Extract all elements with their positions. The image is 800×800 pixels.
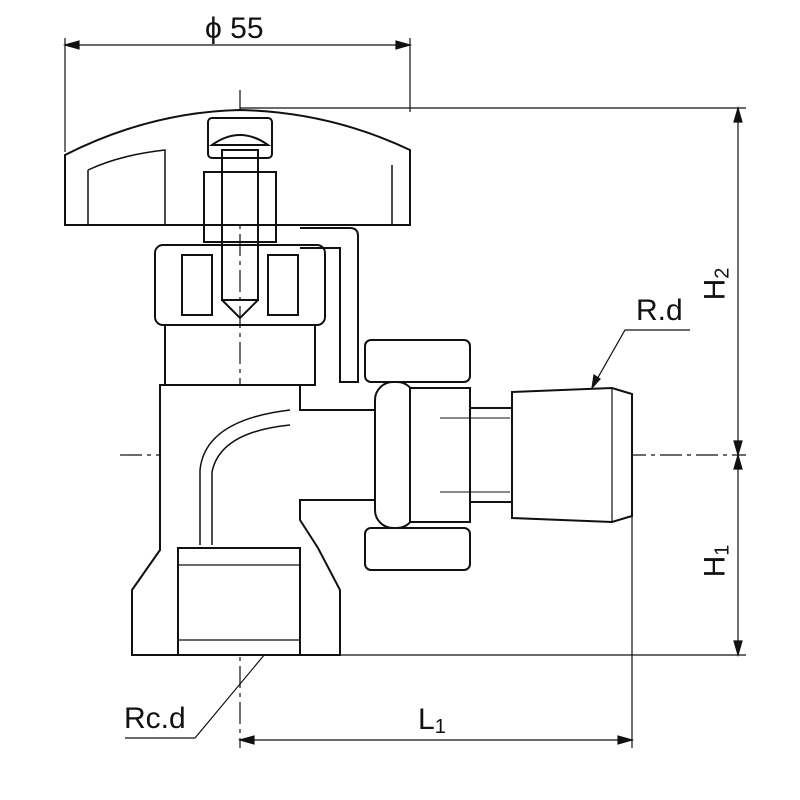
stem-bonnet [154,149,359,386]
handle-wheel [64,108,411,226]
h2-sub: 2 [711,267,734,279]
l1-dimension-label: L1 [418,703,446,738]
h1-sub: 1 [711,544,734,556]
diameter-dimension-label: ϕ 55 [205,12,264,45]
h2-main: H [698,278,732,301]
tailpiece [440,386,633,524]
union-nut [364,339,471,571]
h1-main: H [698,555,732,578]
h1-dimension-label: H1 [698,544,734,578]
l1-sub: 1 [434,716,446,738]
h2-dimension-label: H2 [698,267,734,301]
inlet-thread-label: Rc.d [124,702,186,735]
outlet-thread-label: R.d [636,294,683,327]
valve-body [131,384,381,656]
l1-main: L [418,703,435,736]
